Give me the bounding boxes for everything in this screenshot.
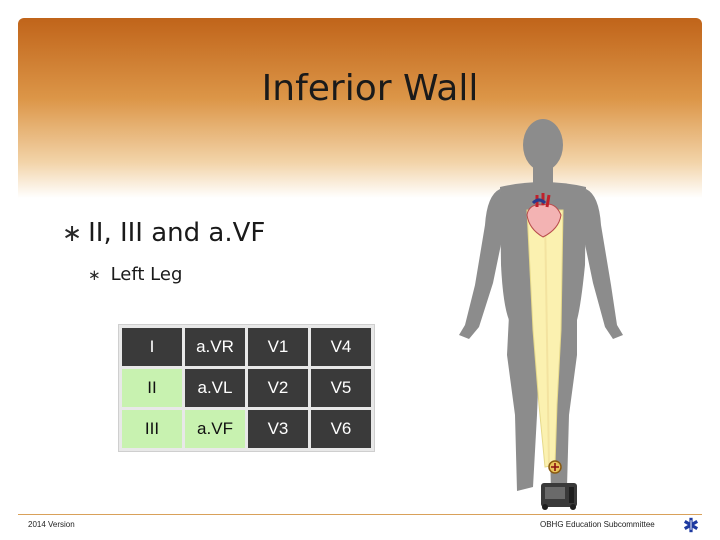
lead-cell-highlighted: III: [122, 410, 182, 448]
lead-cell: a.VL: [185, 369, 245, 407]
lead-cell: a.VR: [185, 328, 245, 366]
star-of-life-icon: [683, 517, 699, 533]
lead-cell: V1: [248, 328, 308, 366]
header-banner: [18, 18, 702, 198]
version-label: 2014 Version: [28, 520, 75, 529]
lead-cell: V2: [248, 369, 308, 407]
lead-cell: V4: [311, 328, 371, 366]
asterisk-bullet-icon: ∗: [88, 265, 101, 284]
table-row: III a.VF V3 V6: [122, 410, 371, 448]
heart-icon: [526, 193, 562, 238]
asterisk-bullet-icon: ∗: [62, 219, 83, 247]
lead-cell: V6: [311, 410, 371, 448]
lead-cell: I: [122, 328, 182, 366]
footer-divider: [18, 514, 702, 515]
lead-cell-highlighted: II: [122, 369, 182, 407]
lead-table: I a.VR V1 V4 II a.VL V2 V5 III a.VF V3 V…: [118, 324, 375, 452]
bullet-leads: ∗ II, III and a.VF: [62, 218, 265, 248]
table-row: I a.VR V1 V4: [122, 328, 371, 366]
table-row: II a.VL V2 V5: [122, 369, 371, 407]
bullet-limb-text: Left Leg: [110, 264, 183, 285]
bullet-limb: ∗ Left Leg: [88, 264, 182, 285]
ecg-monitor-icon: [541, 483, 577, 510]
lead-cell-highlighted: a.VF: [185, 410, 245, 448]
committee-label: OBHG Education Subcommittee: [540, 520, 655, 529]
positive-electrode-icon: [548, 460, 562, 474]
bullet-leads-text: II, III and a.VF: [88, 218, 266, 248]
lead-cell: V5: [311, 369, 371, 407]
lead-cell: V3: [248, 410, 308, 448]
human-body-silhouette-icon: [459, 119, 623, 510]
slide-title: Inferior Wall: [261, 68, 479, 109]
